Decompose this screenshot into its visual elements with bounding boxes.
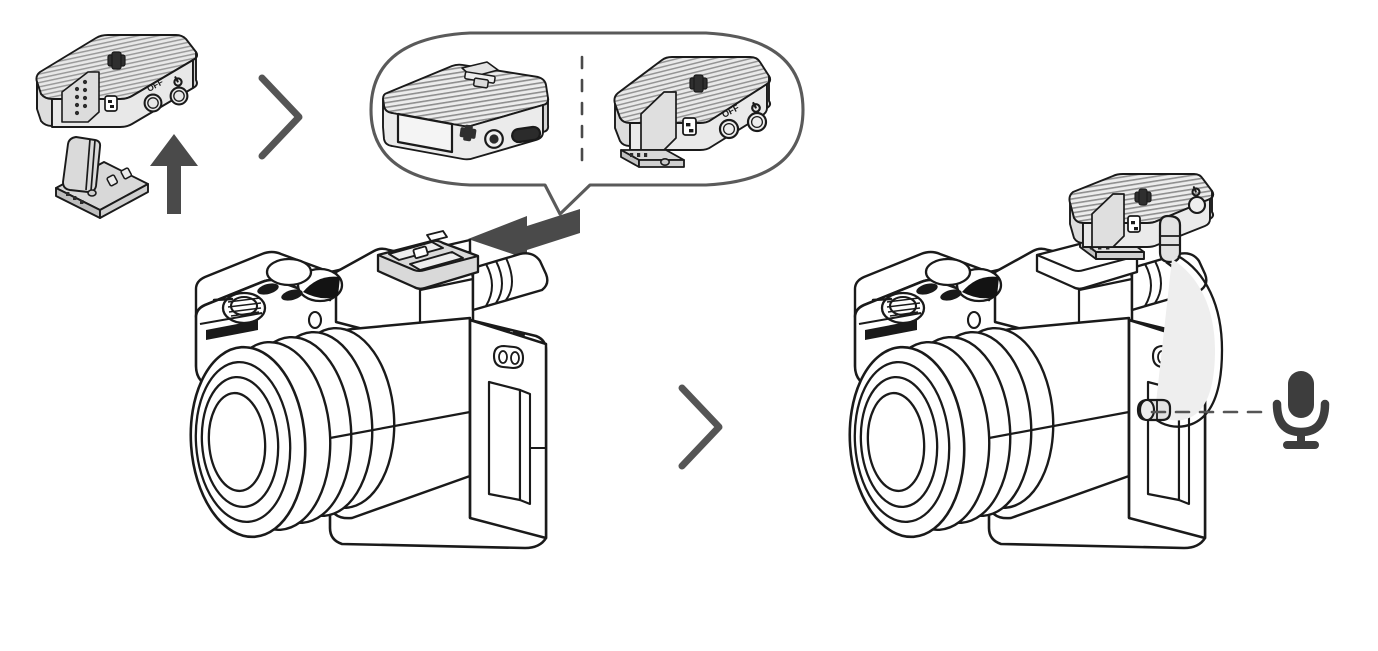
shoe-foot-ridge	[120, 167, 133, 180]
step-separator-2	[678, 384, 723, 470]
power-link-button[interactable]	[1187, 186, 1207, 215]
lens-assembly	[848, 316, 1131, 539]
lens-assembly	[189, 316, 472, 539]
shoe-contacts	[66, 192, 84, 204]
detail-callout: OFF	[369, 31, 805, 216]
power-icon	[173, 76, 183, 87]
power-link-button[interactable]	[746, 101, 768, 133]
power-link-button[interactable]	[169, 76, 189, 106]
brand-logo	[1134, 188, 1152, 206]
trs-cable	[1136, 214, 1224, 428]
speaker-vents	[495, 326, 525, 336]
mount-rail-recess	[61, 71, 100, 123]
hot-shoe[interactable]	[376, 230, 480, 290]
control-dial[interactable]	[924, 257, 972, 287]
power-icon	[1191, 186, 1201, 197]
step-1-group: OFF	[35, 34, 303, 219]
shoe-contacts	[630, 153, 648, 157]
grip-vent	[206, 320, 258, 340]
headphone-jack	[484, 129, 504, 149]
shutter-button[interactable]	[212, 291, 267, 325]
receiver-unit: OFF	[35, 34, 198, 128]
strap-lug	[492, 344, 525, 370]
step-separator-1	[258, 74, 303, 160]
microphone-icon	[1272, 371, 1330, 449]
status-indicator	[1127, 215, 1141, 233]
cold-shoe-mount	[620, 149, 685, 168]
brand-logo	[689, 74, 708, 93]
brand-logo	[459, 124, 477, 142]
receiver-mount-view: OFF	[613, 56, 772, 168]
top-buttons[interactable]	[256, 281, 304, 302]
mount-rail-nub	[461, 61, 499, 89]
cold-shoe-mount	[55, 136, 149, 219]
side-port-door[interactable]	[487, 380, 532, 506]
status-indicator	[104, 95, 118, 112]
control-dial[interactable]	[265, 257, 313, 287]
step-3-group	[848, 173, 1330, 550]
shutter-button[interactable]	[871, 291, 926, 325]
af-assist-lamp	[966, 310, 982, 330]
grip-vent	[865, 320, 917, 340]
power-icon	[751, 101, 761, 113]
display-screen	[396, 112, 454, 154]
camera-body-right	[848, 238, 1208, 550]
camera-body-left	[189, 230, 549, 550]
top-buttons[interactable]	[915, 281, 963, 302]
shoe-foot-ridge	[106, 174, 119, 187]
receiver-mounted	[1068, 173, 1215, 260]
af-assist-lamp	[307, 310, 323, 330]
status-indicator	[682, 117, 697, 136]
step-2-group	[189, 209, 723, 550]
receiver-front-view	[382, 61, 550, 161]
usb-c-port	[511, 125, 542, 144]
arrow-up-icon	[150, 134, 198, 214]
brand-logo	[107, 51, 126, 70]
arrow-left-icon	[468, 209, 580, 259]
